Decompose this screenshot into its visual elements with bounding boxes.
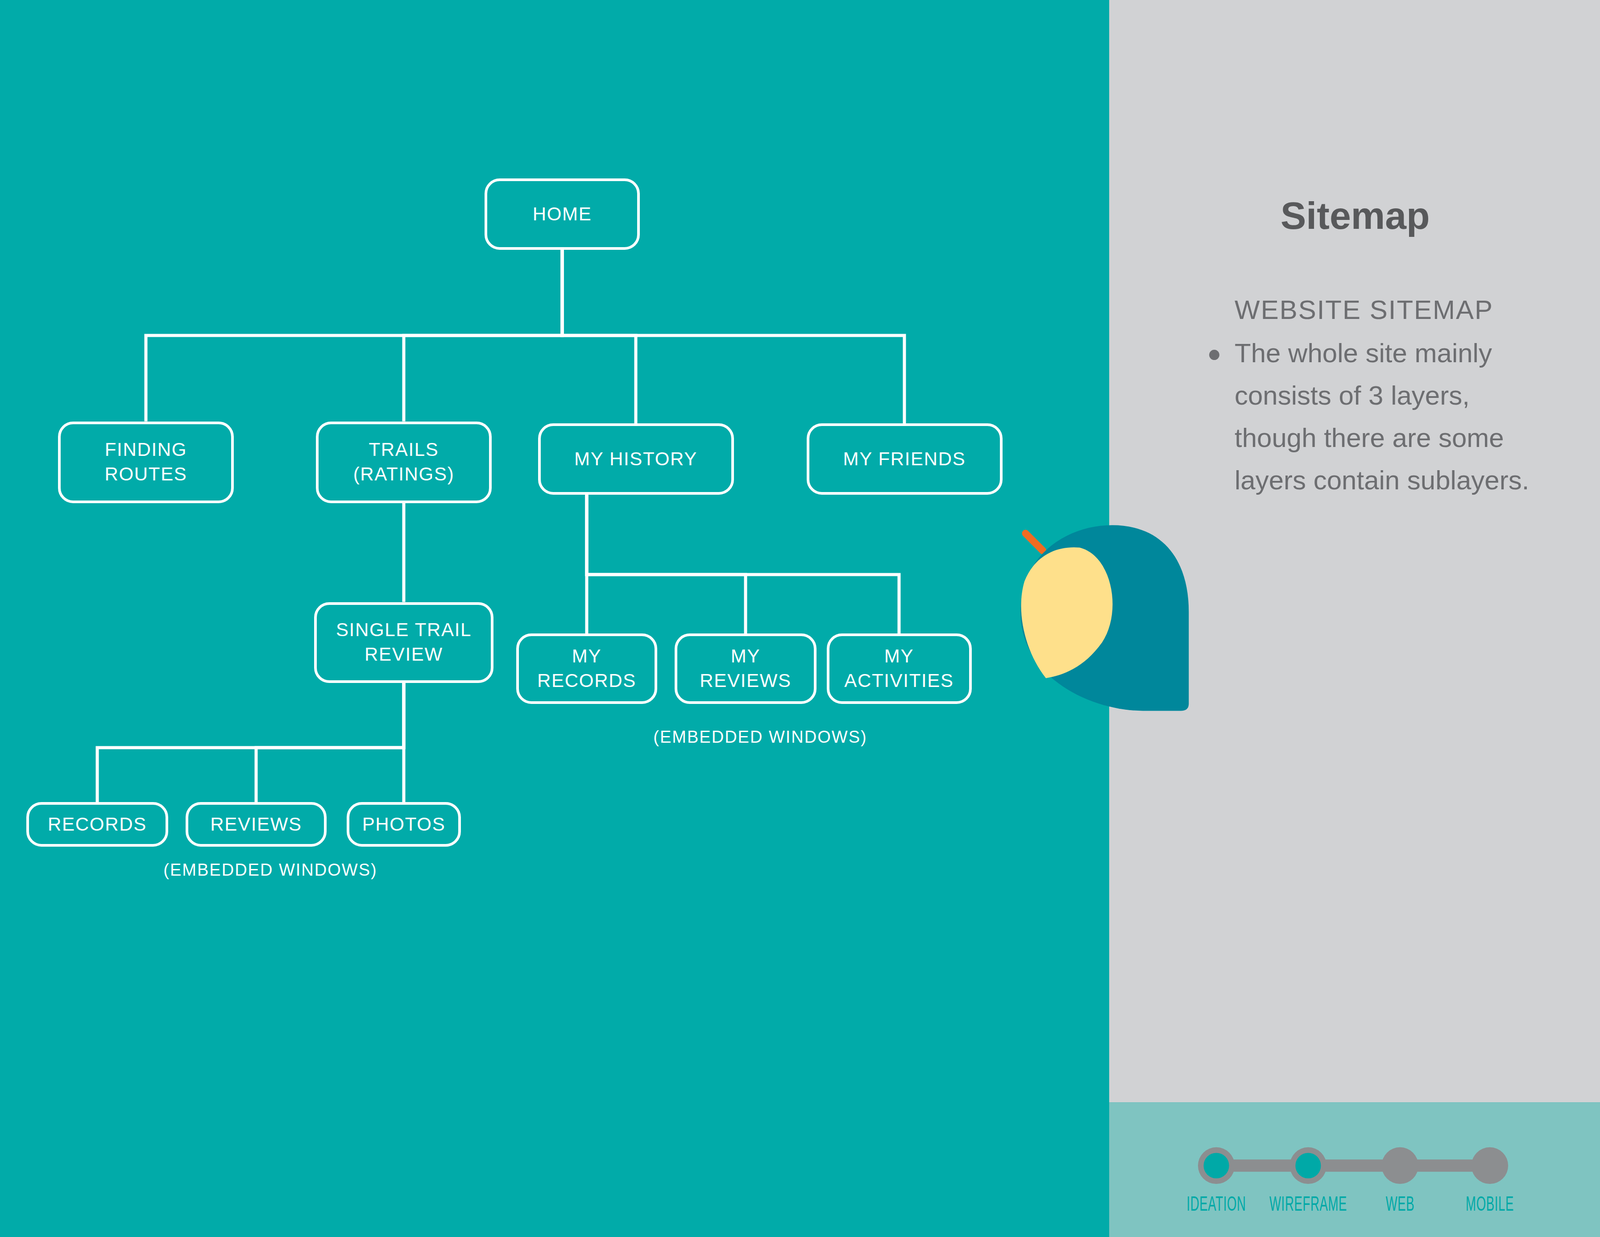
page-title: Sitemap [1280,193,1431,238]
progress-track [1216,1159,1490,1172]
box-label: MY ACTIVITIES [838,644,960,693]
progress-step [1197,1147,1235,1185]
progress-step [1471,1147,1509,1185]
sitemap-box: MY FRIENDS [806,423,1003,495]
bullet-dot [1209,349,1220,361]
box-label: HOME [532,202,593,227]
bird-face [1021,547,1113,679]
tree-connector [145,249,563,422]
sitemap-box: MY ACTIVITIES [826,633,972,705]
sitemap-box: MY REVIEWS [674,633,817,705]
sitemap-box: RECORDS [26,802,169,847]
box-label: MY REVIEWS [685,644,806,693]
box-label: FINDING ROUTES [78,437,213,487]
tree-connector [403,249,563,422]
progress-step [1381,1147,1419,1185]
tree-connector [256,683,404,803]
step-label: WIREFRAME [1269,1191,1348,1217]
tree-connector [586,494,746,634]
step-label: IDEATION [1186,1191,1246,1217]
description-text: The whole site mainly consists of 3 laye… [1234,331,1547,502]
progress-step [1289,1147,1327,1185]
box-label: REVIEWS [210,812,302,838]
sitemap-box: TRAILS (RATINGS) [315,421,492,504]
box-label: MY FRIENDS [842,447,966,472]
box-label: RECORDS [47,812,147,838]
sitemap-box: REVIEWS [185,802,327,847]
step-label: WEB [1385,1191,1415,1217]
sitemap-box: MY RECORDS [516,633,658,705]
box-label: SINGLE TRAIL REVIEW [327,617,480,667]
bird-illustration [1020,525,1189,711]
progress-step-active [1203,1152,1230,1179]
progress-band [1109,1102,1600,1237]
sitemap-box: MY HISTORY [538,423,734,495]
tree-connector [586,494,900,634]
tree-connector [562,249,905,424]
box-label: TRAILS (RATINGS) [336,437,471,487]
sitemap-box: HOME [484,178,640,250]
sitemap-box: SINGLE TRAIL REVIEW [314,602,494,684]
box-label: MY HISTORY [574,447,698,472]
side-panel [1109,0,1600,1103]
bird-body [1020,525,1189,711]
sitemap-box: PHOTOS [346,802,461,847]
progress-step-active [1295,1152,1321,1179]
note-label: (EMBEDDED WINDOWS) [653,727,867,748]
box-label: MY RECORDS [526,644,647,693]
description-text: WEBSITE SITEMAP [1234,294,1494,327]
note-label: (EMBEDDED WINDOWS) [163,860,378,881]
box-label: PHOTOS [362,812,446,838]
bird-beak [1025,533,1043,552]
tree-connector [402,683,406,803]
tree-connector [402,503,406,603]
step-label: MOBILE [1465,1191,1514,1217]
sitemap-box: FINDING ROUTES [58,421,234,504]
tree-connector [97,683,404,803]
